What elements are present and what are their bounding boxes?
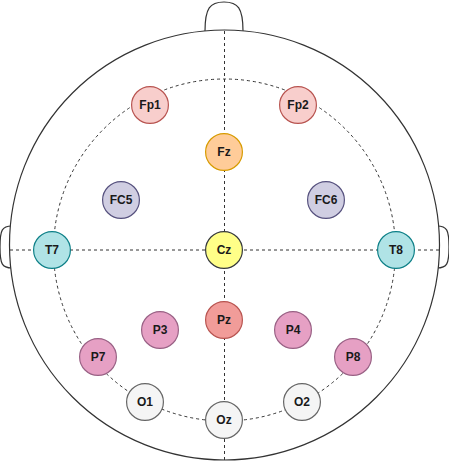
electrode-label: FC5 — [110, 193, 133, 207]
electrode-disc — [80, 339, 117, 376]
electrode-label-wrap: P8 — [334, 338, 372, 376]
electrode-label-wrap: O2 — [283, 383, 321, 421]
electrode-disc — [206, 134, 243, 171]
nose — [205, 2, 243, 31]
electrode-disc — [308, 182, 345, 219]
electrode-disc — [284, 384, 321, 421]
electrode-label-wrap: Oz — [205, 401, 243, 439]
electrode-circle: P3 — [141, 311, 179, 349]
electrode-circle: P4 — [274, 311, 312, 349]
electrode-label-wrap: O1 — [126, 383, 164, 421]
electrode-label: P7 — [91, 350, 106, 364]
electrode-circle: Fp1 — [131, 86, 169, 124]
electrode-disc — [275, 312, 312, 349]
electrode-disc — [206, 232, 243, 269]
electrode-label-wrap: P7 — [79, 338, 117, 376]
electrode-label-wrap: T7 — [33, 231, 71, 269]
electrode-label: Fz — [217, 145, 230, 159]
electrode-label: Cz — [217, 243, 232, 257]
electrode-disc — [280, 87, 317, 124]
electrode-circle: P7 — [79, 338, 117, 376]
electrode-disc — [142, 312, 179, 349]
electrode-label: FC6 — [315, 193, 338, 207]
electrode-disc — [127, 384, 164, 421]
electrode-label: Fp2 — [287, 98, 308, 112]
electrode-circle: Cz — [205, 231, 243, 269]
electrode-label-wrap: Cz — [205, 231, 243, 269]
electrode-label-wrap: Fp1 — [131, 86, 169, 124]
electrode-label: P3 — [153, 323, 168, 337]
electrode-circle: Pz — [205, 301, 243, 339]
electrode-circle: T7 — [33, 231, 71, 269]
electrode-disc — [335, 339, 372, 376]
electrode-label: Pz — [217, 313, 231, 327]
electrode-label: O2 — [294, 395, 310, 409]
electrode-label-wrap: Pz — [205, 301, 243, 339]
electrode-label-wrap: FC5 — [102, 181, 140, 219]
electrode-label: T8 — [389, 243, 403, 257]
electrode-circle: O2 — [283, 383, 321, 421]
electrode-label: Oz — [216, 413, 231, 427]
electrode-label-wrap: Fp2 — [279, 86, 317, 124]
electrode-label-wrap: T8 — [377, 231, 415, 269]
electrode-circle: Fp2 — [279, 86, 317, 124]
electrode-disc — [206, 402, 243, 439]
electrode-circle: T8 — [377, 231, 415, 269]
electrode-circle: O1 — [126, 383, 164, 421]
electrode-disc — [378, 232, 415, 269]
electrode-label-wrap: Fz — [205, 133, 243, 171]
electrode-disc — [206, 302, 243, 339]
electrode-disc — [34, 232, 71, 269]
electrode-disc — [132, 87, 169, 124]
electrode-circle: P8 — [334, 338, 372, 376]
electrode-label: T7 — [45, 243, 59, 257]
electrode-label: P4 — [286, 323, 301, 337]
electrode-label: O1 — [137, 395, 153, 409]
electrode-label-wrap: P4 — [274, 311, 312, 349]
head-circle — [10, 30, 440, 460]
electrode-circle: Oz — [205, 401, 243, 439]
electrode-circle: Fz — [205, 133, 243, 171]
electrode-circle: FC5 — [102, 181, 140, 219]
electrode-disc — [103, 182, 140, 219]
electrode-label: Fp1 — [139, 98, 160, 112]
electrode-label: P8 — [346, 350, 361, 364]
electrode-label-wrap: P3 — [141, 311, 179, 349]
electrode-label-wrap: FC6 — [307, 181, 345, 219]
electrode-circle: FC6 — [307, 181, 345, 219]
